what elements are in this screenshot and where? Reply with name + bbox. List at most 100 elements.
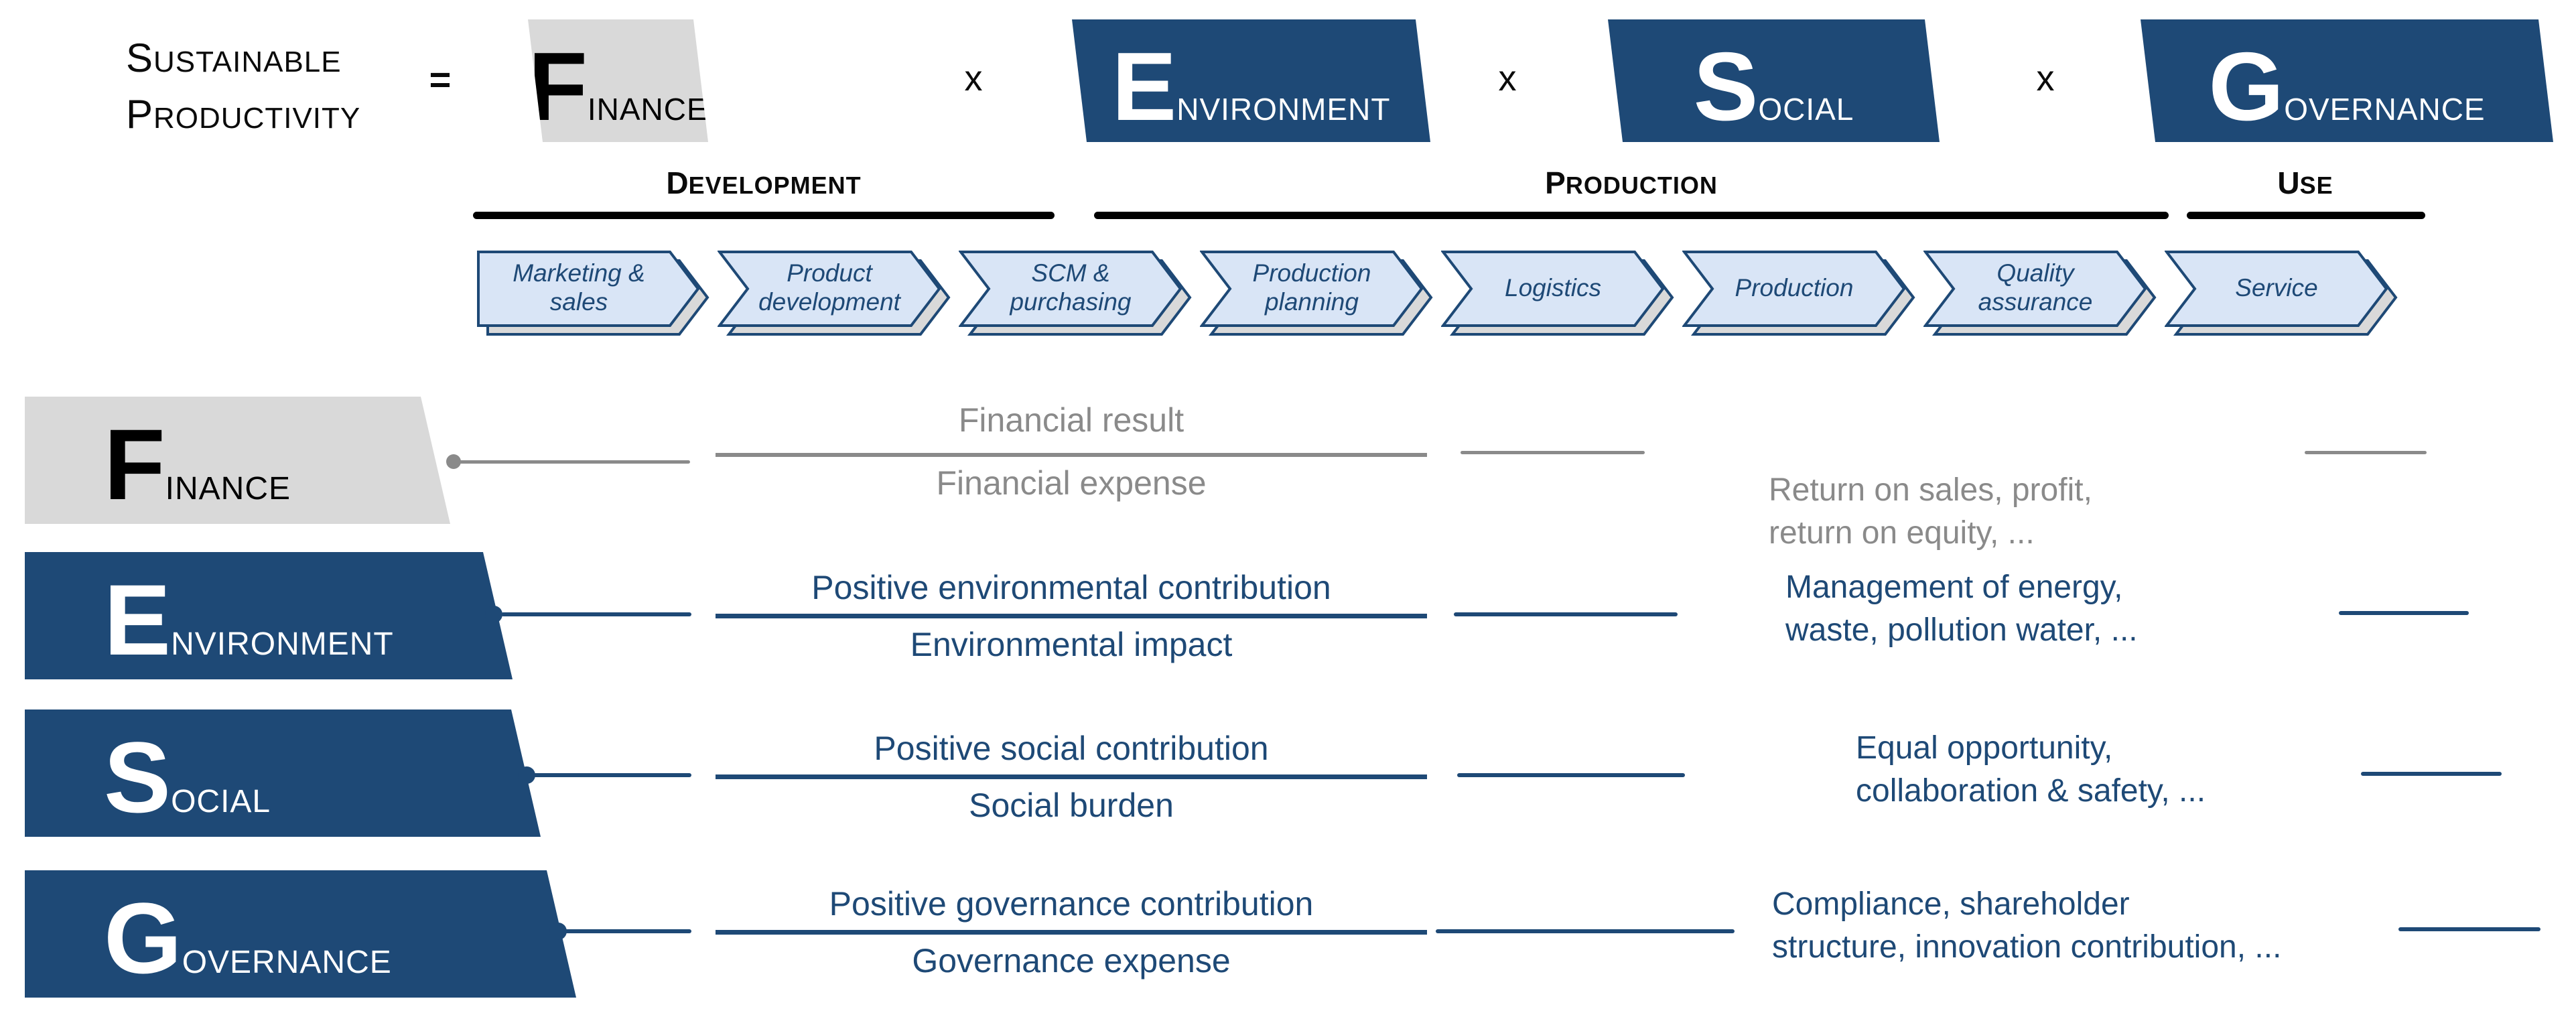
connector-line-finance <box>459 460 690 464</box>
process-step-logistics: Logistics <box>1441 249 1677 338</box>
examples-line: Compliance, shareholder <box>1772 886 2130 922</box>
process-step-service: Service <box>2165 249 2400 338</box>
factor-social-initial: S <box>1693 32 1759 141</box>
mid-line-finance <box>1461 451 1645 454</box>
row-environment-rest: NVIRONMENT <box>171 626 394 662</box>
factor-finance-initial: F <box>528 32 588 141</box>
right-line-social <box>2361 772 2502 776</box>
chevron-arrow-icon <box>1441 251 1674 336</box>
examples-line: waste, pollution water, ... <box>1785 612 2138 648</box>
title-line-1: SUSTAINABLE <box>126 32 448 88</box>
fraction-numerator: Positive environmental contribution <box>716 568 1427 618</box>
process-step-label: Service <box>2235 273 2318 301</box>
connector-line-governance <box>564 929 691 933</box>
mid-line-environment <box>1454 612 1678 616</box>
factor-finance: FINANCE <box>528 19 708 142</box>
process-step-marketing-sales: Marketing & sales <box>476 249 712 338</box>
title-line-2: PRODUCTIVITY <box>126 88 448 145</box>
examples-environment: Management of energy, waste, pollution w… <box>1785 566 2138 652</box>
fraction-numerator: Positive governance contribution <box>716 884 1427 935</box>
connector-line-social <box>533 773 691 777</box>
row-governance-rest: OVERNANCE <box>182 945 392 980</box>
connector-dot-social <box>518 766 535 784</box>
right-line-finance <box>2305 451 2427 454</box>
process-step-label: Production planning <box>1252 259 1371 316</box>
row-governance-initial: G <box>104 882 182 994</box>
row-label-social: SOCIAL <box>25 710 541 837</box>
chevron-arrow-icon <box>477 251 709 336</box>
fraction-finance: Financial result Financial expense <box>716 401 1427 502</box>
chevron-arrow-icon <box>718 251 951 336</box>
row-environment-initial: E <box>104 563 172 676</box>
factor-governance: GOVERNANCE <box>2141 19 2553 142</box>
phase-development-rest: EVELOPMENT <box>688 172 862 199</box>
examples-governance: Compliance, shareholder structure, innov… <box>1772 883 2281 969</box>
connector-dot-governance <box>549 923 567 940</box>
phase-production-initial: P <box>1545 165 1566 200</box>
process-step-quality-assurance: Quality assurance <box>1923 249 2159 338</box>
phase-development-initial: D <box>666 165 689 200</box>
right-line-governance <box>2398 927 2540 931</box>
process-step-label: Quality assurance <box>1978 259 2093 316</box>
title-initial: S <box>126 36 154 80</box>
process-step-label: Product development <box>758 259 900 316</box>
process-step-production-planning: Production planning <box>1200 249 1436 338</box>
phase-bar-development <box>473 212 1055 219</box>
examples-line: collaboration & safety, ... <box>1856 773 2206 809</box>
fraction-numerator: Financial result <box>716 401 1427 457</box>
row-finance-initial: F <box>104 408 165 521</box>
connector-line-environment <box>501 612 691 616</box>
connector-dot-environment <box>485 606 502 623</box>
examples-line: Return on sales, profit, <box>1769 472 2092 508</box>
row-label-finance: FINANCE <box>25 397 450 524</box>
phase-use-rest: SE <box>2299 172 2333 199</box>
phase-bar-use <box>2187 212 2425 219</box>
title-initial: P <box>126 92 154 137</box>
page-title: SUSTAINABLE PRODUCTIVITY <box>126 32 448 145</box>
row-social-rest: OCIAL <box>171 784 271 819</box>
title-rest: USTAINABLE <box>153 46 342 78</box>
equals-sign: = <box>429 58 452 100</box>
factor-social-rest: OCIAL <box>1758 92 1854 127</box>
mid-line-social <box>1457 773 1685 777</box>
fraction-denominator: Environmental impact <box>910 626 1233 663</box>
factor-governance-rest: OVERNANCE <box>2284 92 2486 127</box>
title-rest: RODUCTIVITY <box>153 102 361 135</box>
process-step-production: Production <box>1682 249 1918 338</box>
mid-line-governance <box>1436 929 1735 933</box>
chevron-arrow-icon <box>1200 251 1433 336</box>
row-label-environment: ENVIRONMENT <box>25 552 513 679</box>
process-step-label: Production <box>1735 273 1854 301</box>
examples-line: Equal opportunity, <box>1856 730 2113 766</box>
fraction-denominator: Governance expense <box>912 942 1231 980</box>
fraction-environment: Positive environmental contribution Envi… <box>716 568 1427 664</box>
fraction-denominator: Social burden <box>969 787 1174 824</box>
right-line-environment <box>2339 611 2469 615</box>
examples-finance: Return on sales, profit, return on equit… <box>1769 469 2092 555</box>
row-label-governance: GOVERNANCE <box>25 870 576 998</box>
phase-production-rest: RODUCTION <box>1565 172 1718 199</box>
factor-social: SOCIAL <box>1608 19 1940 142</box>
examples-line: return on equity, ... <box>1769 515 2035 551</box>
fraction-numerator: Positive social contribution <box>716 729 1427 779</box>
factor-governance-initial: G <box>2208 32 2285 141</box>
chevron-arrow-icon <box>959 251 1192 336</box>
phase-label-production: PRODUCTION <box>1457 165 1806 201</box>
chevron-arrow-icon <box>1682 251 1915 336</box>
fraction-social: Positive social contribution Social burd… <box>716 729 1427 825</box>
process-step-product-development: Product development <box>718 249 953 338</box>
process-step-label: Marketing & sales <box>513 259 645 316</box>
multiply-sign-1: x <box>964 58 983 98</box>
connector-dot-finance <box>446 454 461 469</box>
phase-bar-production <box>1094 212 2169 219</box>
factor-environment: ENVIRONMENT <box>1072 19 1430 142</box>
multiply-sign-3: x <box>2036 58 2055 98</box>
row-social-initial: S <box>104 721 172 833</box>
row-finance-rest: INANCE <box>165 471 291 506</box>
factor-environment-rest: NVIRONMENT <box>1176 92 1391 127</box>
fraction-denominator: Financial expense <box>936 464 1207 502</box>
process-step-label: Logistics <box>1505 273 1601 301</box>
factor-finance-rest: INANCE <box>587 92 708 127</box>
phase-label-use: USE <box>2131 165 2480 201</box>
chevron-arrow-icon <box>1923 251 2157 336</box>
